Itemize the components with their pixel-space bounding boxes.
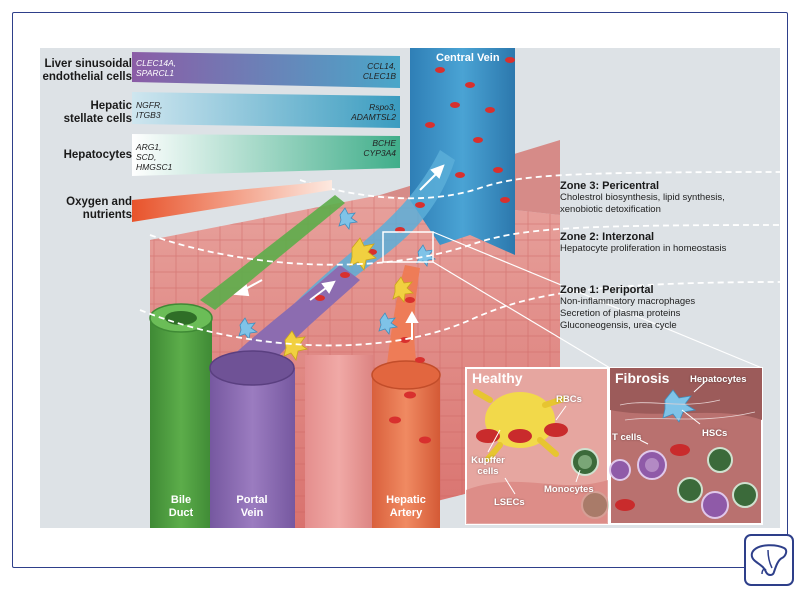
zoom-line	[432, 231, 763, 369]
portal-vein-opening	[209, 350, 295, 386]
hepatic-artery-channel	[385, 265, 420, 380]
healthy-inset	[465, 367, 609, 525]
lsec-right-genes: CCL14,CLEC1B	[362, 61, 396, 81]
rbcs-label: RBCs	[556, 394, 582, 405]
portal-vein-vessel	[210, 368, 295, 528]
kupffer-cells	[283, 237, 414, 361]
flow-arrows	[233, 164, 445, 340]
lsec-gradient-bar	[132, 52, 400, 88]
inset-label-lines	[487, 381, 706, 495]
hepatocytes-left-genes: ARG1,SCD,HMGSC1	[136, 142, 173, 172]
kupffer-cell	[485, 392, 555, 448]
lsec-left-genes: CLEC14A,SPARCL1	[136, 58, 177, 78]
hsc-left-genes: NGFR,ITGB3	[136, 100, 163, 120]
stellate-cells	[238, 207, 437, 340]
zone-1-label: Zone 1: Periportal Non-inflammatory macr…	[560, 284, 696, 331]
zone-3-label: Zone 3: Pericentral Cholestrol biosynthe…	[560, 180, 725, 215]
portal-vein-channel	[228, 265, 360, 372]
lsecs-label: LSECs	[494, 497, 525, 508]
bile-duct-lumen	[165, 311, 197, 325]
monocytes-label: Monocytes	[544, 484, 594, 495]
hsc-gradient-bar	[132, 92, 400, 128]
bile-duct-vessel	[150, 318, 212, 528]
hepatocyte-gradient-bar	[132, 134, 400, 176]
tcells-label: T cells	[612, 432, 642, 443]
zone-boundaries	[139, 171, 780, 347]
zoom-line	[432, 261, 611, 369]
liver-icon	[744, 534, 794, 586]
hsc-right-genes: Rspo3,ADAMTSL2	[351, 102, 396, 122]
healthy-title: Healthy	[472, 370, 523, 386]
central-vein-vessel	[410, 48, 515, 255]
hscs-label: HSCs	[702, 428, 728, 439]
hepatocytes-inset-label: Hepatocytes	[690, 374, 747, 385]
hepatic-artery-opening	[371, 360, 441, 390]
fibrosis-inset	[609, 367, 763, 525]
zone-2-label: Zone 2: Interzonal Hepatocyte proliferat…	[560, 231, 727, 254]
lymph-vessel	[305, 355, 373, 528]
bile-duct-channel	[200, 195, 345, 310]
oxygen-gradient-bar	[132, 180, 332, 222]
zoom-box	[382, 231, 434, 263]
fibrosis-title: Fibrosis	[615, 370, 670, 386]
central-vein-label: Central Vein	[436, 52, 500, 64]
hepatic-artery-vessel	[372, 375, 440, 528]
hepatocytes-label: Hepatocytes	[63, 149, 132, 161]
